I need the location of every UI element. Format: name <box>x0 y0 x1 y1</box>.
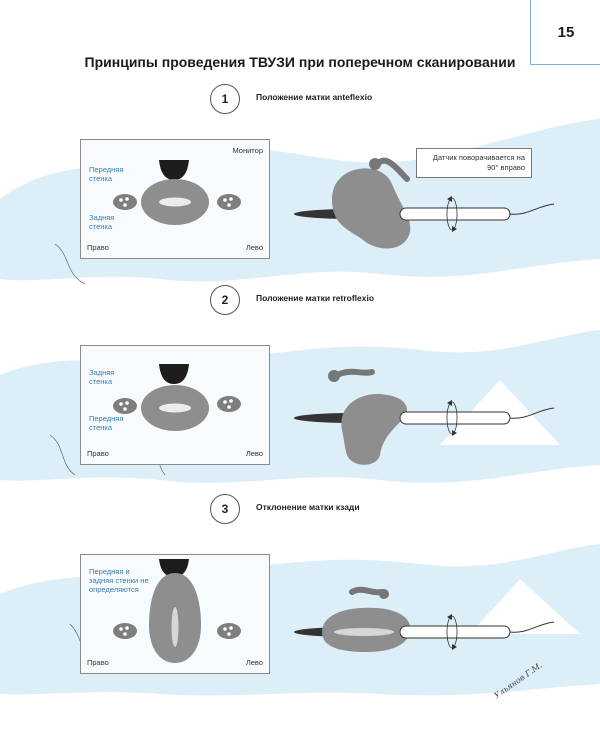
right-ovary <box>217 194 241 210</box>
probe-cable <box>509 621 555 633</box>
probe-sector-icon <box>159 160 189 180</box>
label-right: Право <box>87 449 109 458</box>
section-header: 1 Положение матки anteflexio <box>0 84 600 114</box>
step-title: Положение матки retroflexio <box>256 293 375 303</box>
label-walls-not-defined: Передняя и задняя стенки не определяются <box>89 567 149 594</box>
label-monitor: Монитор <box>232 146 263 155</box>
page-number: 15 <box>530 0 600 65</box>
probe-rotation-note: Датчик поворачивается на 90° вправо <box>416 148 532 178</box>
ovary-tube <box>334 368 375 378</box>
probe-handle <box>399 207 511 221</box>
step-number: 3 <box>210 494 240 524</box>
probe-diagram <box>294 586 555 652</box>
probe-diagram <box>294 368 555 465</box>
label-posterior-wall: Задняя стенка <box>89 213 115 231</box>
left-ovary <box>113 398 137 414</box>
probe-sector-icon <box>159 559 189 577</box>
right-ovary <box>217 623 241 639</box>
step-number: 2 <box>210 285 240 315</box>
label-anterior-wall: Передняя стенка <box>89 165 124 183</box>
endometrium <box>159 197 191 207</box>
section-header: 3 Отклонение матки кзади <box>0 494 600 524</box>
label-left: Лево <box>245 243 263 252</box>
label-left: Лево <box>245 658 263 667</box>
label-right: Право <box>87 658 109 667</box>
monitor-image <box>113 364 241 431</box>
ultrasound-monitor: Передняя и задняя стенки не определяются… <box>80 554 270 674</box>
uterus-anteflexio <box>332 168 411 249</box>
ultrasound-monitor: Монитор Передняя стенка Задняя стенка Пр… <box>80 139 270 259</box>
label-right: Право <box>87 243 109 252</box>
left-ovary <box>113 194 137 210</box>
probe-handle <box>399 411 511 425</box>
section-anteflexio: 1 Положение матки anteflexio Монитор Пер… <box>0 84 600 285</box>
step-title: Отклонение матки кзади <box>256 502 360 512</box>
probe-diagram <box>294 157 555 249</box>
step-title: Положение матки anteflexio <box>256 92 373 102</box>
ovary-tube <box>349 586 385 596</box>
section-posterior-deviation: 3 Отклонение матки кзади Передняя и задн… <box>0 494 600 696</box>
probe-cable <box>509 203 555 215</box>
label-left: Лево <box>245 449 263 458</box>
monitor-image <box>113 559 241 663</box>
label-anterior-wall: Передняя стенка <box>89 414 124 432</box>
left-ovary <box>113 623 137 639</box>
endometrium <box>159 403 191 413</box>
section-retroflexio: 2 Положение матки retroflexio Задняя сте… <box>0 285 600 485</box>
probe-cable <box>509 407 555 419</box>
probe-handle <box>399 625 511 639</box>
ultrasound-monitor: Задняя стенка Передняя стенка Право Лево <box>80 345 270 465</box>
label-posterior-wall: Задняя стенка <box>89 368 115 386</box>
monitor-image <box>113 160 241 225</box>
uterus-retroflexio <box>341 394 407 465</box>
right-ovary <box>217 396 241 412</box>
section-header: 2 Положение матки retroflexio <box>0 285 600 315</box>
endometrium <box>171 607 179 647</box>
step-number: 1 <box>210 84 240 114</box>
page-title: Принципы проведения ТВУЗИ при поперечном… <box>84 54 516 70</box>
probe-sector-icon <box>159 364 189 384</box>
